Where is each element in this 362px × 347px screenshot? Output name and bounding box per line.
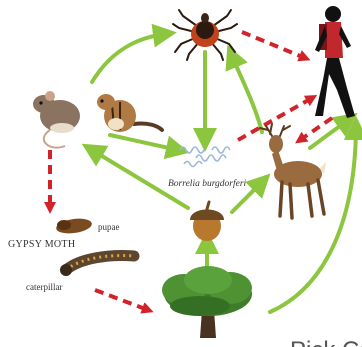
- caterpillar-icon: [60, 256, 134, 276]
- chipmunk-icon: [97, 94, 162, 132]
- pupae-label: pupae: [98, 222, 120, 232]
- arrow-mice-to-bacteria: [110, 135, 178, 150]
- arrow-deer-to-tick: [232, 56, 262, 132]
- arrow-bacteria-to-hiker: [238, 98, 312, 140]
- gypsy-moth-label: GYPSY MOTH: [8, 239, 75, 250]
- arrow-deer-to-hiker: [310, 120, 348, 148]
- oak-tree-icon: [162, 266, 252, 338]
- corner-text: Pick Ca: [290, 337, 362, 347]
- arrow-caterpillar-to-tree: [95, 290, 148, 310]
- hiker-icon: [315, 6, 355, 118]
- bacteria-icon: [180, 147, 230, 167]
- caterpillar-label: caterpillar: [26, 282, 62, 292]
- arrow-tick-to-hiker: [242, 32, 305, 58]
- arrow-tree-to-hiker: [270, 128, 356, 312]
- acorn-icon: [190, 202, 224, 241]
- pupae-icon: [55, 217, 93, 236]
- arrow-mice-to-tick: [92, 34, 165, 82]
- mouse-icon: [33, 91, 80, 148]
- deer-icon: [260, 124, 326, 218]
- bacteria-label: Borrelia burgdorferi: [168, 178, 247, 189]
